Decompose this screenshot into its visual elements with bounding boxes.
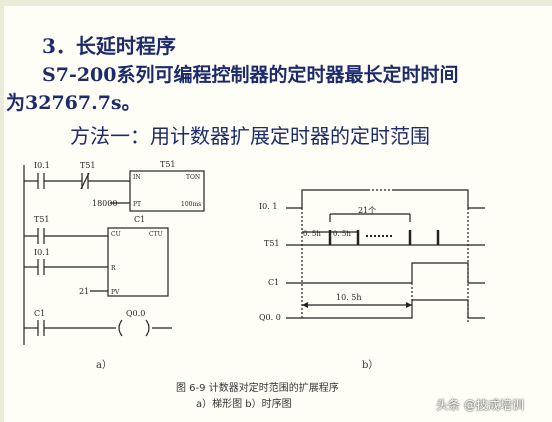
rung4-contact-label: C1 (34, 309, 45, 318)
interval-a-label: 0. 5h (303, 230, 321, 238)
slide-border-left (0, 0, 4, 422)
figure-subcaption: a）梯形图 b）时序图 (196, 399, 292, 410)
coil-label: Q0.0 (126, 309, 145, 318)
timing-sublabel: b） (362, 360, 379, 371)
signal-t51-label: T51 (264, 239, 280, 248)
timer-in: IN (133, 174, 141, 181)
method-heading: 方法一：用计数器扩展定时器的定时范围 (70, 124, 430, 148)
total-time-label: 10. 5h (336, 293, 362, 302)
section-heading: 3．长延时程序 (42, 34, 176, 58)
signal-i01-wave (286, 189, 485, 209)
interval-b-label: 0. 5h (333, 230, 351, 238)
signal-c1-wave (286, 262, 485, 284)
timer-preset: 18000 (92, 199, 117, 208)
timer-label: T51 (160, 160, 176, 169)
signal-i01-label: I0. 1 (259, 202, 277, 211)
counter-type: CTU (149, 231, 163, 238)
counter-preset: 21 (79, 287, 89, 296)
timer-type: TON (186, 174, 200, 181)
coil-left (118, 319, 123, 337)
ladder-sublabel: a） (96, 360, 112, 371)
contact-i01-label: I0.1 (34, 161, 50, 170)
slide-border-top (0, 0, 552, 6)
contact-t51-label: T51 (80, 161, 96, 170)
counter-box (107, 227, 169, 297)
timer-box (129, 170, 205, 212)
timer-base: 100ms (181, 201, 201, 208)
heading-line-2: S7-200系列可编程控制器的定时器最长定时时间 (42, 64, 459, 86)
counter-label: C1 (134, 215, 145, 224)
counter-pv: PV (111, 289, 120, 296)
heading-line-3: 为32767.7s。 (6, 92, 141, 114)
rung2-contact-label: T51 (34, 215, 50, 224)
nc-slash (80, 172, 90, 190)
pulse-count-label: 21个 (358, 206, 376, 215)
figure-caption: 图 6-9 计数器对定时范围的扩展程序 (176, 383, 339, 394)
rung3-contact-label: I0.1 (34, 248, 50, 257)
signal-q00-wave (286, 299, 485, 319)
signal-q00-label: Q0. 0 (259, 313, 281, 322)
counter-r: R (111, 265, 116, 272)
coil-right (145, 319, 150, 337)
counter-cu: CU (111, 231, 121, 238)
timer-pt: PT (133, 201, 141, 208)
signal-c1-label: C1 (268, 278, 279, 287)
watermark: 头条 @技成培训 (436, 398, 524, 412)
